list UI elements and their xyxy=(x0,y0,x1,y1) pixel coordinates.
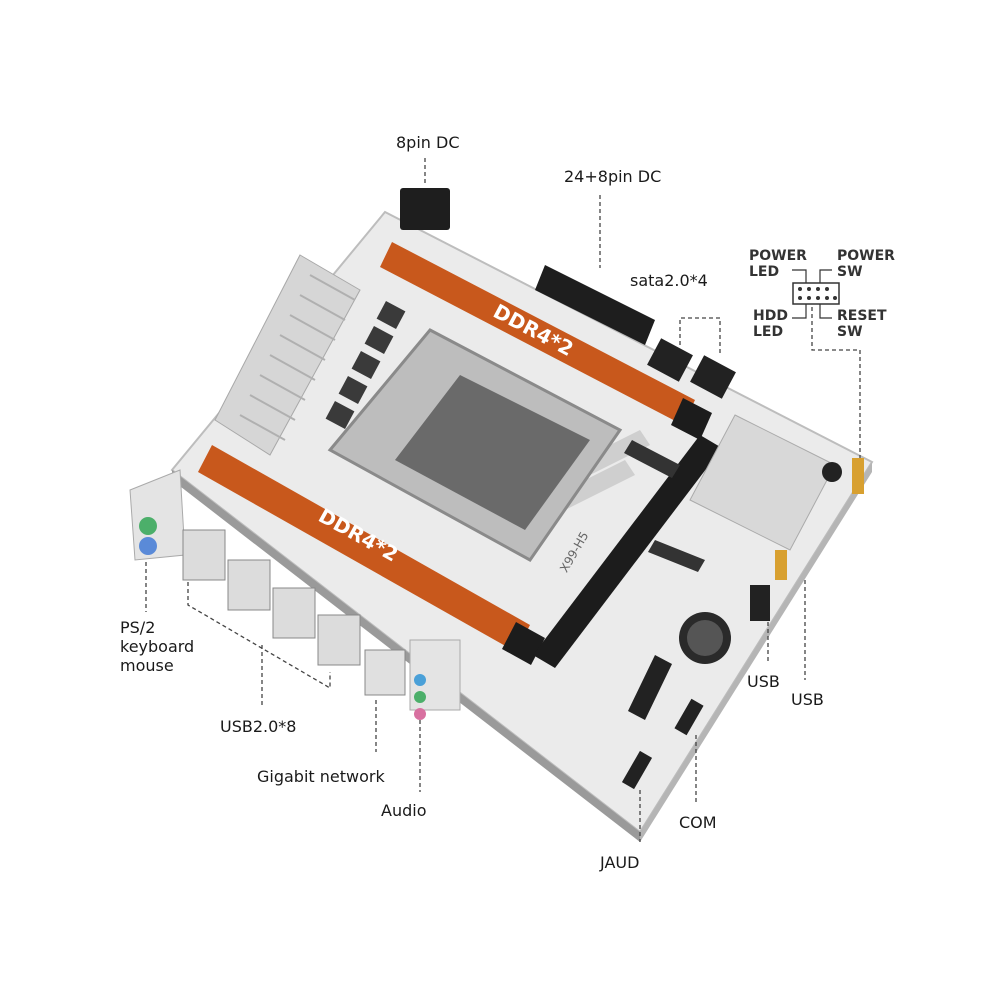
power-led-line1: POWER xyxy=(749,248,807,264)
sata-port xyxy=(647,338,693,382)
power-led-line2: LED xyxy=(749,264,780,280)
label-ps2-line1: PS/2 xyxy=(120,618,156,637)
power-sw-line1: POWER xyxy=(837,248,895,264)
usb-ports xyxy=(182,529,361,666)
pcie-x1-slot-2 xyxy=(628,655,672,720)
label-jaud: JAUD xyxy=(600,853,640,872)
label-sata: sata2.0*4 xyxy=(630,271,708,290)
reset-sw-line2: SW xyxy=(837,324,863,340)
label-gigabit-network: Gigabit network xyxy=(257,767,385,786)
pcb-edge xyxy=(172,470,640,842)
cmos-battery-top xyxy=(687,620,723,656)
front-panel-callouts xyxy=(792,269,832,319)
dimm-slot-top xyxy=(380,242,695,425)
label-usb20: USB2.0*8 xyxy=(220,717,297,736)
pcb-edge-right xyxy=(640,462,872,842)
sata-port xyxy=(690,355,736,399)
label-com: COM xyxy=(679,813,717,832)
chipset-heatsink xyxy=(689,414,836,551)
audio-jack-green xyxy=(414,691,426,703)
label-power-sw: POWER SW xyxy=(837,248,895,280)
ethernet-port xyxy=(364,649,406,696)
vrm-chokes xyxy=(325,301,406,429)
label-ps2: PS/2 keyboard mouse xyxy=(120,618,194,675)
hdd-led-line1: HDD xyxy=(753,308,788,324)
usb-header xyxy=(775,550,787,580)
usb-header-2 xyxy=(750,585,770,621)
label-usb-header-a: USB xyxy=(747,672,780,691)
pcie-x1-slot xyxy=(648,540,705,572)
heatsink-fins xyxy=(239,274,356,441)
jaud-header xyxy=(621,750,653,790)
label-ps2-line2: keyboard xyxy=(120,637,195,656)
pcie-x16-slot xyxy=(533,435,722,668)
label-8pin-dc: 8pin DC xyxy=(396,133,460,152)
cpu-8pin-connector xyxy=(400,188,450,230)
front-panel-pins xyxy=(798,287,837,300)
vrm-heatsink xyxy=(214,254,361,456)
ps2-port-housing xyxy=(129,469,186,561)
ps2-keyboard-port xyxy=(139,537,157,555)
audio-jack-pink xyxy=(414,708,426,720)
hdd-led-line2: LED xyxy=(753,324,784,340)
label-power-led: POWER LED xyxy=(749,248,807,280)
atx-24pin-connector xyxy=(535,265,655,345)
label-audio: Audio xyxy=(381,801,427,820)
ps2-mouse-port xyxy=(139,517,157,535)
label-reset-sw: RESET SW xyxy=(837,308,887,340)
com-header xyxy=(674,698,704,736)
label-hdd-led: HDD LED xyxy=(753,308,788,340)
cpu-socket-cover xyxy=(395,375,590,530)
audio-jack-blue xyxy=(414,674,426,686)
label-usb-header-b: USB xyxy=(791,690,824,709)
front-panel-pin-diagram xyxy=(792,282,840,305)
label-24-8pin-dc: 24+8pin DC xyxy=(564,167,662,186)
buzzer xyxy=(822,462,842,482)
label-ps2-line3: mouse xyxy=(120,656,174,675)
dimm-slot-bottom xyxy=(198,445,530,652)
leader-lines xyxy=(145,158,861,842)
reset-sw-line1: RESET xyxy=(837,308,887,324)
dimm-slot-top-latch xyxy=(671,398,712,440)
power-sw-line2: SW xyxy=(837,264,863,280)
front-panel-header xyxy=(852,458,864,494)
m2-slot xyxy=(624,440,680,478)
